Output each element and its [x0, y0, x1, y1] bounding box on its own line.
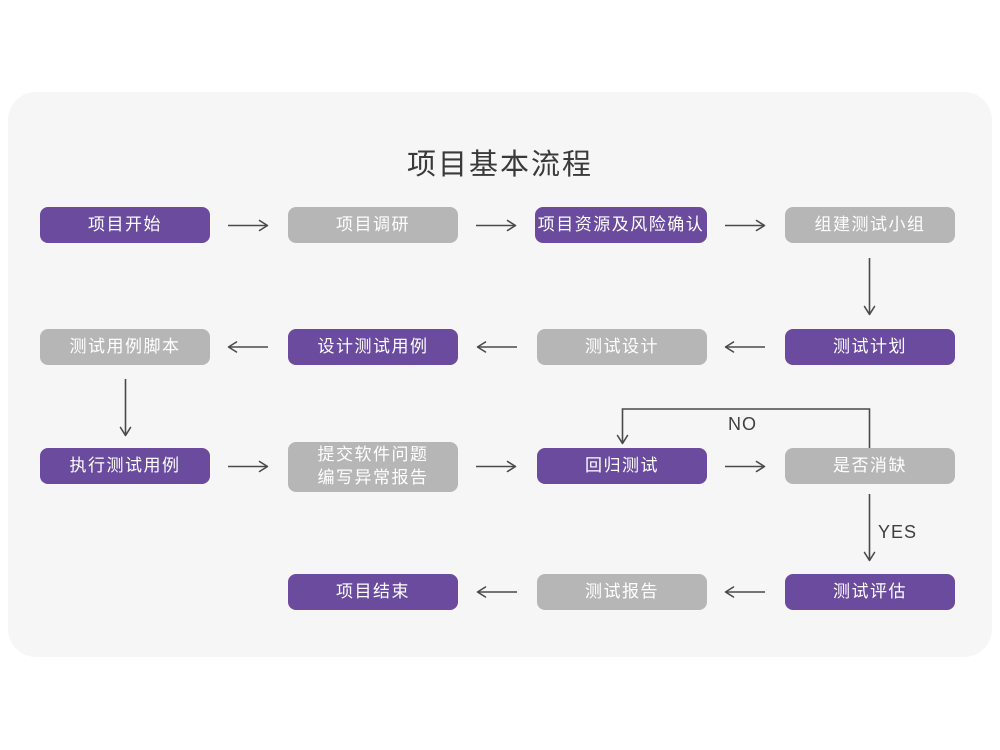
node-regression-test: 回归测试	[537, 448, 707, 484]
diagram-title: 项目基本流程	[406, 149, 593, 181]
node-test-evaluation: 测试评估	[785, 574, 955, 610]
node-project-research: 项目调研	[288, 207, 458, 243]
node-resource-risk-confirm: 项目资源及风险确认	[535, 207, 707, 243]
node-submit-issue-report: 提交软件问题 编写异常报告	[288, 442, 458, 492]
node-test-case-script: 测试用例脚本	[40, 329, 210, 365]
node-test-report: 测试报告	[537, 574, 707, 610]
node-test-design: 测试设计	[537, 329, 707, 365]
node-project-start: 项目开始	[40, 207, 210, 243]
node-design-test-case: 设计测试用例	[288, 329, 458, 365]
yes-label: YES	[878, 522, 918, 542]
no-label: NO	[728, 414, 757, 434]
node-defect-cleared: 是否消缺	[785, 448, 955, 484]
node-execute-test-case: 执行测试用例	[40, 448, 210, 484]
flowchart-card	[8, 92, 992, 657]
node-build-test-team: 组建测试小组	[785, 207, 955, 243]
node-project-end: 项目结束	[288, 574, 458, 610]
node-test-plan: 测试计划	[785, 329, 955, 365]
